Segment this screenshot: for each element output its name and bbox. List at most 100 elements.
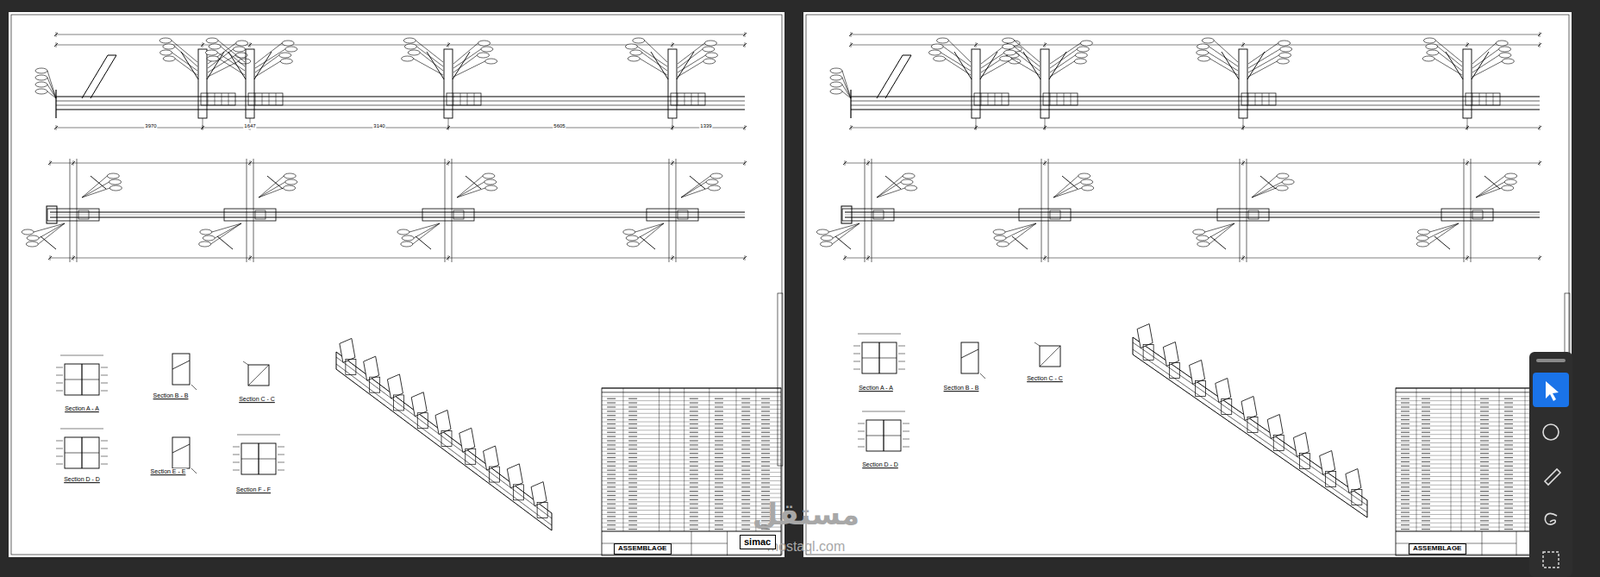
drawing-line: [254, 51, 272, 80]
drawing-line: [681, 175, 711, 198]
drawing-line: [1247, 51, 1265, 80]
drawing-line: [741, 490, 750, 492]
drawing-line: [606, 398, 616, 400]
drawing-rect: [841, 206, 852, 224]
drawing-line: [677, 43, 705, 64]
drawing-line: [689, 524, 699, 525]
callout-bubble: [208, 43, 221, 50]
drawing-line: [871, 158, 873, 263]
callout-bubble: [202, 235, 215, 241]
drawing-line: [639, 236, 656, 250]
callout-bubble: [285, 179, 298, 185]
callout-bubble: [704, 40, 717, 46]
drawing-line: [689, 398, 699, 400]
section-title: Section A - A: [63, 405, 100, 413]
drawing-line: [1208, 52, 1238, 71]
drawing-line: [1537, 43, 1542, 47]
drawing-line: [628, 486, 638, 488]
drawing-line: [741, 515, 750, 517]
drawing-line: [1429, 223, 1459, 232]
drawing-line: [689, 507, 699, 509]
drawing-line: [1421, 452, 1431, 454]
callout-bubble: [900, 179, 913, 185]
section-view: [243, 361, 269, 386]
drawing-line: [628, 499, 638, 500]
drawing-line: [741, 431, 750, 433]
drawing-line: [864, 158, 866, 263]
drawing-line: [100, 382, 108, 384]
section-view: [961, 342, 986, 379]
callout-bubble: [162, 43, 175, 50]
drawing-line: [628, 452, 638, 454]
drawing-line: [258, 175, 284, 198]
title-text: ASSEMBLAGE: [1412, 544, 1463, 553]
drawing-line: [1132, 337, 1134, 355]
drawing-line: [628, 436, 638, 438]
drawing-line: [268, 93, 270, 106]
drawing-line: [902, 55, 912, 57]
callout-bubble: [482, 173, 495, 179]
callout-bubble: [1422, 56, 1435, 62]
callout-bubble: [1198, 56, 1211, 62]
drawing-line: [1480, 515, 1489, 517]
drawing-line: [1421, 515, 1431, 517]
plan-view: [816, 158, 1542, 263]
drawing-line: [606, 477, 616, 479]
drawing-line: [741, 439, 750, 441]
drawing-line: [1421, 524, 1431, 525]
section-view: [853, 333, 906, 374]
drawing-line: [1260, 175, 1276, 189]
drawing-line: [949, 40, 971, 63]
drawing-line: [743, 161, 747, 165]
callout-bubble: [830, 81, 843, 88]
drawing-line: [714, 406, 724, 407]
toolbar-panel: [1529, 351, 1573, 577]
drawing-line: [100, 456, 108, 457]
drawing-line: [606, 448, 616, 450]
drawing-line: [56, 105, 745, 107]
drawing-line: [1132, 342, 1368, 506]
drawing-line: [857, 333, 901, 335]
drawing-line: [761, 448, 770, 450]
drawing-line: [994, 93, 996, 106]
drawing-line: [56, 448, 63, 450]
drawing-rect: [441, 431, 452, 447]
drawing-line: [761, 473, 770, 475]
drawing-line: [741, 410, 750, 412]
callout-bubble: [1417, 229, 1430, 235]
drawing-line: [413, 223, 440, 238]
drawing-line: [206, 51, 225, 80]
drawing-line: [689, 436, 699, 438]
drawing-line: [843, 161, 847, 165]
section-title: Section B - B: [152, 392, 190, 400]
drawing-line: [689, 448, 699, 450]
section-title: Section D - D: [62, 475, 101, 483]
drawing-line: [1400, 481, 1410, 483]
drawing-line: [714, 511, 724, 513]
callout-bubble: [1074, 58, 1087, 64]
drawing-line: [689, 519, 699, 521]
drawing-line: [1421, 414, 1431, 416]
callout-bubble: [1276, 173, 1289, 179]
callout-bubble: [35, 68, 48, 74]
drawing-line: [191, 468, 197, 474]
callout-bubble: [485, 58, 498, 64]
drawing-line: [50, 162, 745, 164]
drawing-line: [857, 423, 865, 425]
drawing-line: [628, 406, 638, 407]
drawing-line: [681, 181, 707, 198]
callout-bubble: [623, 229, 636, 235]
drawing-line: [761, 452, 770, 454]
section-title: Section C - C: [1025, 375, 1064, 382]
callout-bubble: [1201, 37, 1214, 44]
drawing-line: [689, 486, 699, 488]
drawing-line: [1537, 256, 1542, 260]
drawing-line: [1421, 469, 1431, 471]
callout-bubble: [1076, 46, 1089, 52]
drawing-line: [1504, 410, 1513, 412]
drawing-line: [850, 105, 1540, 107]
drawing-line: [1421, 477, 1431, 479]
drawing-line: [1246, 158, 1248, 263]
drawing-line: [248, 161, 252, 165]
drawing-line: [1504, 524, 1513, 525]
